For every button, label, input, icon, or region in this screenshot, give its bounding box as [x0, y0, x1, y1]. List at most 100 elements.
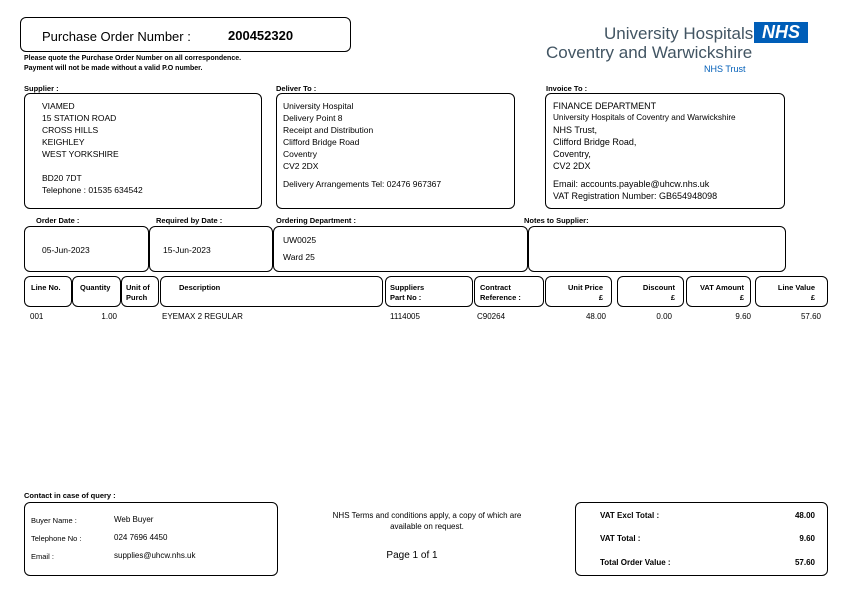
required-date: 15-Jun-2023 — [163, 245, 211, 255]
supplier-label: Supplier : — [24, 84, 59, 93]
dept-name: Ward 25 — [283, 252, 315, 262]
order-date-label: Order Date : — [36, 216, 80, 225]
header-description: Description — [160, 276, 383, 307]
deliver-label: Deliver To : — [276, 84, 317, 93]
total-order-label: Total Order Value : — [600, 558, 671, 567]
buyer-name-label: Buyer Name : — [31, 516, 77, 525]
notes-box — [528, 226, 786, 272]
deliver-line: Coventry — [283, 149, 318, 159]
nhs-logo: University Hospitals Coventry and Warwic… — [540, 18, 820, 78]
header-quantity-label: Quantity — [80, 283, 111, 292]
header-vat: VAT Amount £ — [686, 276, 751, 307]
header-contract-2: Reference : — [480, 293, 521, 302]
contact-label: Contact in case of query : — [24, 491, 116, 500]
invoice-line: Coventry, — [553, 149, 591, 159]
totals-box: VAT Excl Total : 48.00 VAT Total : 9.60 … — [575, 502, 828, 576]
deliver-arrangements: Delivery Arrangements Tel: 02476 967367 — [283, 179, 442, 189]
row-description: EYEMAX 2 REGULAR — [162, 312, 243, 321]
header-discount-1: Discount — [642, 283, 675, 292]
po-title: Purchase Order Number : — [42, 29, 191, 44]
vat-total-label: VAT Total : — [600, 534, 641, 543]
invoice-line: Clifford Bridge Road, — [553, 137, 637, 147]
header-vat-1: VAT Amount — [699, 283, 744, 292]
order-date: 05-Jun-2023 — [42, 245, 90, 255]
invoice-box: FINANCE DEPARTMENT University Hospitals … — [545, 93, 785, 209]
logo-line-1: University Hospitals — [604, 24, 754, 43]
invoice-line: FINANCE DEPARTMENT — [553, 101, 657, 111]
terms-line-2: available on request. — [390, 522, 464, 531]
required-date-label: Required by Date : — [156, 216, 223, 225]
supplier-address: VIAMED 15 STATION ROAD CROSS HILLS KEIGH… — [42, 100, 143, 196]
supplier-line: VIAMED — [42, 101, 75, 111]
row-discount: 0.00 — [656, 312, 672, 321]
page-number: Page 1 of 1 — [386, 550, 438, 561]
notes-label: Notes to Supplier: — [524, 216, 589, 225]
invoice-line: NHS Trust, — [553, 125, 598, 135]
row-vat: 9.60 — [735, 312, 751, 321]
row-quantity: 1.00 — [101, 312, 117, 321]
vat-total-value: 9.60 — [799, 534, 815, 543]
order-date-box: 05-Jun-2023 — [24, 226, 149, 272]
header-unit: Unit of Purch — [121, 276, 159, 307]
contact-box: Buyer Name : Web Buyer Telephone No : 02… — [24, 502, 278, 576]
header-line-no: Line No. — [24, 276, 72, 307]
header-line-value: Line Value £ — [755, 276, 828, 307]
supplier-box: VIAMED 15 STATION ROAD CROSS HILLS KEIGH… — [24, 93, 262, 209]
deliver-line: CV2 2DX — [283, 161, 319, 171]
header-line-value-2: £ — [810, 293, 815, 302]
terms-line-1: NHS Terms and conditions apply, a copy o… — [332, 511, 522, 520]
vat-excl-label: VAT Excl Total : — [600, 511, 660, 520]
row-contract: C90264 — [477, 312, 506, 321]
header-unit-price-2: £ — [598, 293, 603, 302]
po-number: 200452320 — [228, 28, 294, 43]
buyer-tel: 024 7696 4450 — [114, 533, 168, 542]
po-number-box: Purchase Order Number : 200452320 — [20, 17, 351, 52]
dept-code: UW0025 — [283, 235, 317, 245]
deliver-line: Receipt and Distribution — [283, 125, 374, 135]
header-line-value-1: Line Value — [777, 283, 815, 292]
header-unit-price-1: Unit Price — [567, 283, 603, 292]
supplier-postcode: BD20 7DT — [42, 173, 82, 183]
deliver-line: Clifford Bridge Road — [283, 137, 360, 147]
deliver-box: University Hospital Delivery Point 8 Rec… — [276, 93, 515, 209]
ordering-dept-label: Ordering Department : — [276, 216, 357, 225]
deliver-address: University Hospital Delivery Point 8 Rec… — [283, 100, 441, 190]
header-unit-label-2: Purch — [126, 293, 148, 302]
po-notice-1: Please quote the Purchase Order Number o… — [24, 55, 242, 62]
invoice-label: Invoice To : — [546, 84, 588, 93]
row-line-no: 001 — [30, 312, 44, 321]
deliver-line: University Hospital — [283, 101, 354, 111]
deliver-line: Delivery Point 8 — [283, 113, 343, 123]
header-description-label: Description — [179, 283, 221, 292]
header-unit-label-1: Unit of — [126, 283, 150, 292]
ordering-dept-box: UW0025 Ward 25 — [273, 226, 528, 272]
buyer-email-label: Email : — [31, 552, 54, 561]
terms-text: NHS Terms and conditions apply, a copy o… — [290, 510, 564, 532]
invoice-line: University Hospitals of Coventry and War… — [553, 113, 736, 122]
supplier-line: 15 STATION ROAD — [42, 113, 117, 123]
row-unit-price: 48.00 — [585, 312, 606, 321]
invoice-line: CV2 2DX — [553, 161, 591, 171]
nhs-badge: NHS — [754, 22, 808, 43]
buyer-name: Web Buyer — [114, 515, 154, 524]
supplier-line: WEST YORKSHIRE — [42, 149, 119, 159]
invoice-email: Email: accounts.payable@uhcw.nhs.uk — [553, 179, 710, 189]
header-discount: Discount £ — [617, 276, 684, 307]
header-supplier-part: Suppliers Part No : — [385, 276, 473, 307]
header-supplier-part-2: Part No : — [390, 293, 422, 302]
row-part-no: 1114005 — [390, 312, 420, 321]
header-contract-1: Contract — [480, 283, 511, 292]
header-line-no-label: Line No. — [31, 283, 61, 292]
po-notice-2: Payment will not be made without a valid… — [24, 65, 203, 72]
logo-line-2: Coventry and Warwickshire — [546, 43, 753, 62]
header-supplier-part-1: Suppliers — [390, 283, 425, 292]
header-quantity: Quantity — [72, 276, 121, 307]
header-discount-2: £ — [670, 293, 675, 302]
logo-trust: NHS Trust — [704, 64, 746, 74]
required-date-box: 15-Jun-2023 — [149, 226, 273, 272]
invoice-vat: VAT Registration Number: GB654948098 — [553, 191, 718, 201]
header-contract: Contract Reference : — [474, 276, 544, 307]
invoice-address: FINANCE DEPARTMENT University Hospitals … — [553, 100, 736, 202]
buyer-tel-label: Telephone No : — [31, 534, 82, 543]
supplier-telephone: Telephone : 01535 634542 — [42, 185, 143, 195]
